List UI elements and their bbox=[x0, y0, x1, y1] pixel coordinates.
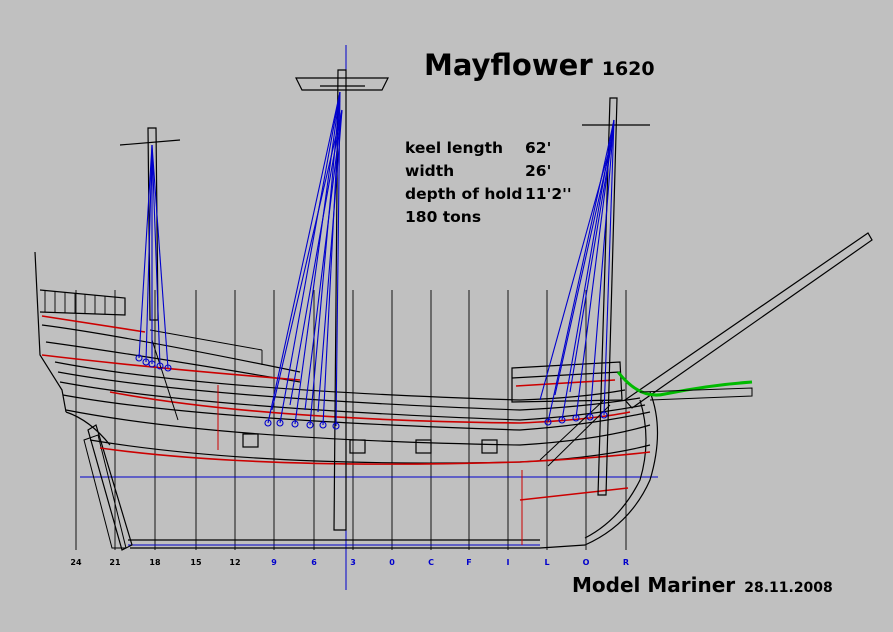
station-label: C bbox=[428, 558, 434, 567]
gunport bbox=[242, 433, 259, 448]
rigging-line bbox=[151, 144, 169, 369]
bowsprit-outline bbox=[639, 387, 753, 401]
title-main: Mayflower bbox=[424, 48, 593, 82]
rigging-line bbox=[145, 144, 153, 363]
station-label: 18 bbox=[149, 558, 161, 567]
rigging-line bbox=[554, 139, 613, 396]
main-mast bbox=[333, 69, 347, 531]
bow-stem bbox=[539, 391, 659, 549]
station-label: R bbox=[623, 558, 629, 567]
deadeye bbox=[572, 414, 580, 422]
spec-label: width bbox=[405, 162, 455, 180]
plank-2 bbox=[45, 341, 301, 383]
rigging-line bbox=[603, 119, 615, 416]
spec-label: depth of hold bbox=[405, 185, 523, 203]
station-label: 12 bbox=[229, 558, 240, 567]
spec-row: width 26' bbox=[405, 160, 572, 183]
deadeye bbox=[319, 421, 327, 429]
deadeye bbox=[164, 364, 172, 372]
rigging-line bbox=[575, 119, 615, 419]
station-labels: 24 21 18 15 12 9 6 3 0 C F I L O R bbox=[70, 558, 629, 567]
spec-row: keel length 62' bbox=[405, 137, 572, 160]
deadeye bbox=[600, 411, 608, 419]
rigging-line bbox=[151, 144, 161, 367]
rigging-line bbox=[569, 139, 613, 393]
bow-stem-inner bbox=[584, 399, 647, 539]
rigging-line bbox=[138, 144, 153, 359]
stern-rail-posts bbox=[44, 290, 263, 365]
stern-transom bbox=[34, 251, 67, 413]
rigging-line bbox=[547, 119, 615, 423]
plank-1 bbox=[41, 324, 301, 373]
station-label: 15 bbox=[190, 558, 202, 567]
credit: Model Mariner 28.11.2008 bbox=[572, 573, 833, 597]
spec-label: 180 tons bbox=[405, 208, 482, 226]
deadeye bbox=[276, 419, 284, 427]
spec-value: 26' bbox=[525, 162, 552, 180]
deadeye bbox=[544, 418, 552, 426]
station-label: F bbox=[466, 558, 471, 567]
spec-value: 62' bbox=[525, 139, 552, 157]
station-label: 21 bbox=[109, 558, 121, 567]
bowsprit-rigging bbox=[616, 371, 753, 397]
rigging-line bbox=[279, 91, 341, 424]
keel bbox=[128, 539, 540, 549]
rigging bbox=[135, 91, 615, 430]
deadeye bbox=[135, 354, 143, 362]
rigging-line bbox=[294, 91, 341, 425]
sternpost bbox=[87, 424, 133, 551]
deadeye bbox=[586, 413, 594, 421]
stern-counter bbox=[65, 411, 111, 446]
stern-upper-rail bbox=[39, 289, 126, 316]
forecastle bbox=[511, 361, 623, 403]
title-block: Mayflower 1620 bbox=[424, 48, 655, 82]
gunport bbox=[481, 439, 498, 454]
station-label: 6 bbox=[311, 558, 317, 567]
station-label: L bbox=[544, 558, 549, 567]
spec-row: 180 tons bbox=[405, 206, 572, 229]
rigging-line bbox=[304, 109, 343, 411]
rigging-line bbox=[267, 91, 341, 424]
bowsprit bbox=[624, 232, 873, 409]
station-label: O bbox=[583, 558, 590, 567]
spec-label: keel length bbox=[405, 139, 504, 157]
hull bbox=[34, 251, 659, 551]
deadeye bbox=[332, 422, 340, 430]
main-top bbox=[295, 77, 389, 91]
plank-6 bbox=[62, 394, 651, 431]
station-label: I bbox=[507, 558, 510, 567]
station-label: 3 bbox=[350, 558, 356, 567]
spec-value: 11'2'' bbox=[525, 185, 572, 203]
plank-4 bbox=[57, 371, 641, 411]
deadeye bbox=[291, 420, 299, 428]
credit-main: Model Mariner bbox=[572, 573, 736, 597]
rigging-line bbox=[589, 119, 615, 418]
deadeye bbox=[142, 358, 150, 366]
deadeye bbox=[264, 419, 272, 427]
deadeye bbox=[148, 360, 156, 368]
title-year: 1620 bbox=[601, 58, 655, 80]
rigging-line bbox=[539, 139, 613, 401]
fore-mast bbox=[597, 97, 618, 496]
rigging-line bbox=[289, 109, 343, 406]
station-lines bbox=[75, 290, 627, 550]
deadeye bbox=[156, 362, 164, 370]
deadeye bbox=[558, 416, 566, 424]
deadeye bbox=[306, 421, 314, 429]
mizzen-yard bbox=[119, 139, 181, 146]
rudder bbox=[83, 434, 127, 549]
station-label: 9 bbox=[271, 558, 277, 567]
gunport bbox=[349, 439, 366, 454]
credit-date: 28.11.2008 bbox=[744, 580, 833, 596]
plank-3 bbox=[54, 361, 626, 401]
gunport bbox=[415, 439, 432, 454]
rigging-line bbox=[317, 109, 343, 413]
station-label: 24 bbox=[70, 558, 82, 567]
station-label: 0 bbox=[389, 558, 395, 567]
rigging-line bbox=[271, 109, 343, 411]
